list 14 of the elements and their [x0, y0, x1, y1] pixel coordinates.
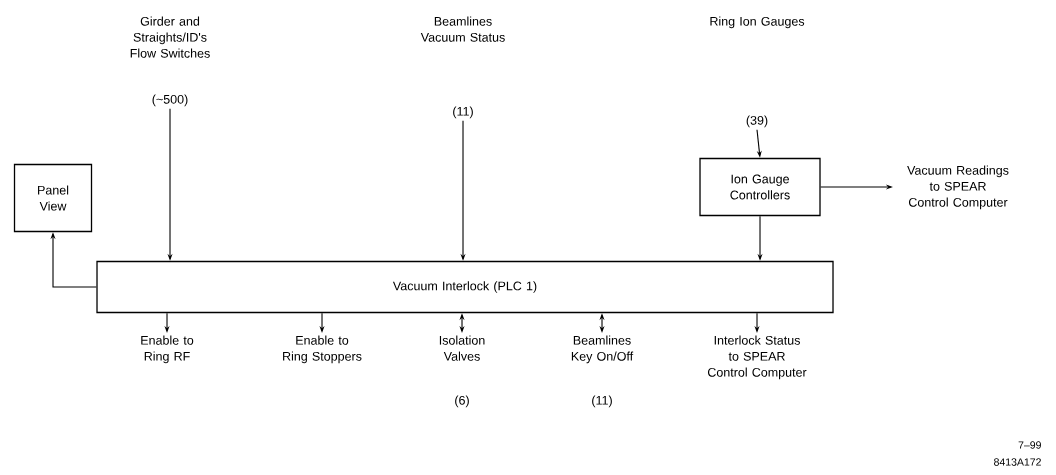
process-box: Ion Gauge Controllers [699, 157, 821, 217]
signal-label: Beamlines Key On/Off (11) [571, 335, 634, 408]
controller-box: Vacuum Interlock (PLC 1) [96, 260, 834, 314]
signal-label: Beamlines Vacuum Status (11) [420, 16, 505, 119]
signal-label: Isolation Valves (6) [439, 335, 485, 408]
figure-code: 8413A172 [994, 458, 1041, 466]
display-box: Panel View [13, 163, 93, 233]
signal-label: Interlock Status to SPEAR Control Computer [707, 335, 807, 380]
signal-label: Ring Ion Gauges (39) [710, 16, 805, 128]
figure-code: 7–99 [1018, 441, 1041, 449]
signal-label: Enable to Ring Stoppers [283, 335, 362, 364]
signal-label: Enable to Ring RF [141, 335, 194, 364]
signal-label: Girder and Straights/ID's Flow Switches (~500) [130, 16, 210, 107]
signal-label: Vacuum Readings to SPEAR Control Computer [907, 165, 1009, 210]
